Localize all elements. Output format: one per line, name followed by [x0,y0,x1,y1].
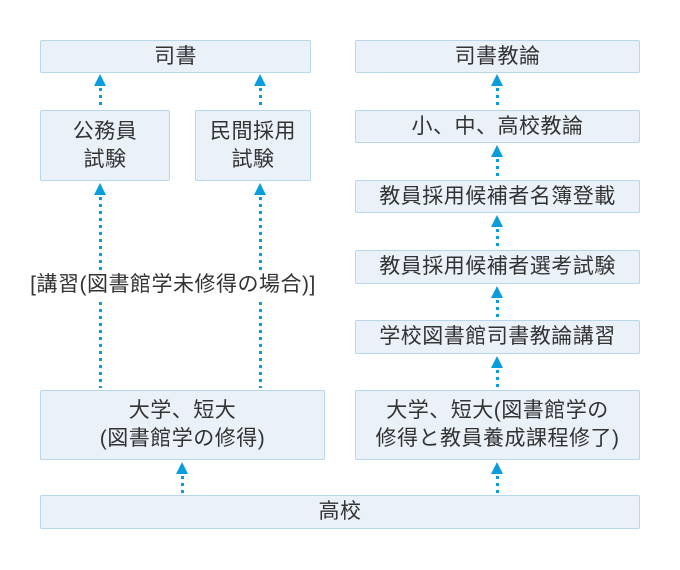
node-high-school: 高校 [40,495,640,529]
dotted-line [495,159,499,178]
dotted-line [495,370,499,388]
arrowhead-icon [491,286,503,298]
node-private-employment-exam: 民間採用 試験 [195,110,311,181]
arrow-training-to-exam [491,286,503,318]
dotted-line [98,88,102,108]
node-teacher-candidate-exam: 教員採用候補者選考試験 [355,250,640,284]
training-note-label: [講習(図書館学未修得の場合)] [12,272,334,298]
arrow-civil-exam-to-librarian [94,74,106,108]
arrow-roster-to-teachers [491,145,503,178]
dotted-line [495,300,499,318]
dotted-line [258,88,262,108]
arrowhead-icon [491,356,503,368]
dotted-line [495,229,499,248]
arrow-university-to-training [491,356,503,388]
node-civil-service-exam: 公務員 試験 [40,110,170,181]
arrowhead-icon [491,215,503,227]
arrowhead-icon [491,74,503,86]
arrowhead-icon [254,183,266,195]
arrow-teachers-to-teacher-librarian [491,74,503,108]
arrowhead-icon [176,462,188,474]
arrowhead-icon [94,183,106,195]
dotted-line [180,476,184,493]
arrow-highschool-to-university-left [176,462,188,493]
dotted-line [495,476,499,493]
arrowhead-icon [491,462,503,474]
node-university-teacher-training: 大学、短大(図書館学の 修得と教員養成課程修了) [355,390,640,460]
arrow-highschool-to-university-right [491,462,503,493]
node-teacher-candidate-roster: 教員採用候補者名簿登載 [355,180,640,213]
node-school-library-training: 学校図書館司書教論講習 [355,320,640,354]
arrowhead-icon [491,145,503,157]
node-librarian: 司書 [40,40,311,73]
node-teacher-librarian: 司書教論 [355,40,640,73]
arrow-exam-to-roster [491,215,503,248]
arrow-private-exam-to-librarian [254,74,266,108]
node-school-teachers: 小、中、高校教論 [355,110,640,143]
arrowhead-icon [94,74,106,86]
node-university-library-science: 大学、短大 (図書館学の修得) [40,390,325,460]
dotted-line [495,88,499,108]
arrowhead-icon [254,74,266,86]
